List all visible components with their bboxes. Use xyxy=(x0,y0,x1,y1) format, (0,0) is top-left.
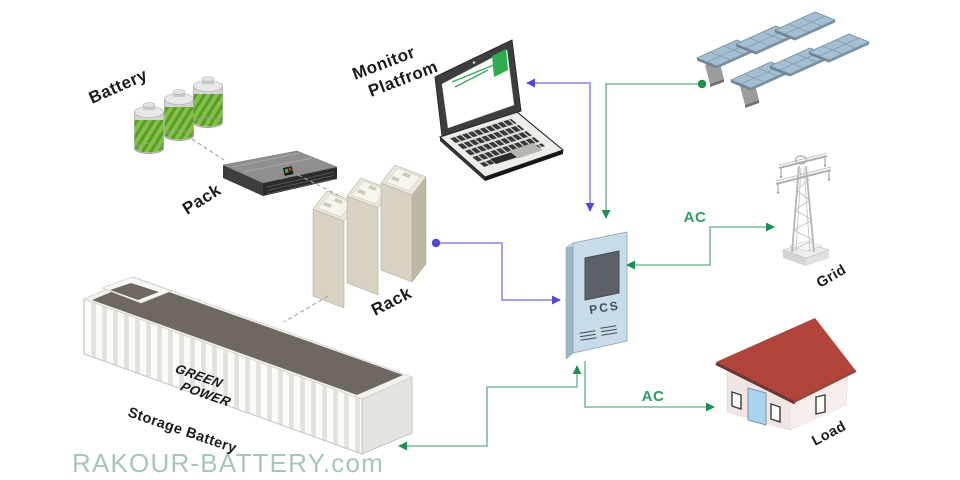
pcs-cabinet: PCS xyxy=(565,231,628,360)
pack-led-panel xyxy=(283,166,294,176)
grid-tower xyxy=(775,152,832,266)
conn-pcs-load xyxy=(584,361,715,412)
pack-left-face xyxy=(223,165,263,196)
solar-array xyxy=(696,11,870,108)
ac-label-grid: AC xyxy=(684,209,707,226)
watermark: RAKOUR-BATTERY.com xyxy=(72,448,384,478)
link-battery-pack xyxy=(191,138,225,161)
pack-label: Pack xyxy=(179,180,224,218)
rack-node-dot xyxy=(431,238,441,248)
rack-cabinet-front xyxy=(346,195,379,296)
roof-fascia xyxy=(715,362,796,405)
load-label: Load xyxy=(809,418,849,449)
conn-solar-pcs xyxy=(601,83,698,219)
storage-container: GREEN POWER xyxy=(82,276,414,455)
laptop-base-edge-left xyxy=(440,137,485,181)
container-hatch-inner xyxy=(110,283,159,300)
container-roof xyxy=(92,281,403,395)
pcs-vents xyxy=(579,325,618,341)
house-window xyxy=(770,403,781,423)
battery-cell xyxy=(193,76,223,128)
pcs-left-face xyxy=(565,242,574,360)
house-door xyxy=(747,387,767,426)
ac-label-load: AC xyxy=(642,388,665,405)
grid-label: Grid xyxy=(814,262,849,292)
rack-cabinet-front xyxy=(312,208,345,309)
house xyxy=(715,318,857,431)
link-rack-container xyxy=(283,295,329,323)
laptop xyxy=(434,39,565,181)
battery-label: Battery xyxy=(86,65,150,108)
conn-pcs-laptop xyxy=(526,78,595,212)
webcam-dot-icon xyxy=(472,61,476,64)
pack-device xyxy=(222,150,338,196)
house-roof xyxy=(716,318,856,402)
battery-cell xyxy=(164,89,194,141)
battery-cells xyxy=(134,76,223,154)
tower-crossarms xyxy=(775,152,832,194)
screen-chart-lines xyxy=(451,63,497,88)
house-window xyxy=(815,394,826,415)
dashed-links xyxy=(191,138,343,323)
tower-top-loop xyxy=(794,155,808,165)
link-pack-rack xyxy=(297,174,343,198)
screen-chart-block xyxy=(492,49,508,77)
conn-pcs-grid xyxy=(626,222,775,270)
power-connections xyxy=(398,78,775,451)
monitor-platform-label: Monitor Platfrom xyxy=(350,42,441,100)
pcs-screen xyxy=(584,250,620,301)
rack-cabinets xyxy=(312,164,427,309)
conn-storage-pcs xyxy=(398,365,582,451)
conn-rack-pcs xyxy=(440,242,561,305)
solar-node-dot xyxy=(697,79,707,89)
tower-legs xyxy=(791,165,815,253)
battery-cell xyxy=(134,102,164,154)
pack-right-face xyxy=(263,167,337,196)
pcs-label: PCS xyxy=(588,298,620,317)
house-window xyxy=(731,391,742,410)
rack-cabinet-front xyxy=(380,182,413,283)
